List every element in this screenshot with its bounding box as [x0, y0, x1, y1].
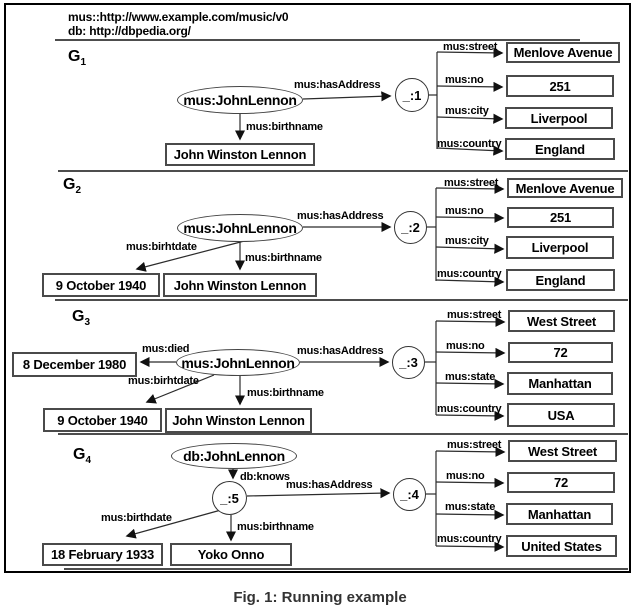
figure-caption: Fig. 1: Running example: [233, 589, 407, 606]
literal-g4-birthdate: 18 February 1933: [42, 543, 163, 566]
literal-g4-no: 72: [507, 472, 615, 493]
edge-g1-no: [436, 81, 504, 92]
edge-label-g1-hasaddress: mus:hasAddress: [294, 79, 381, 91]
edge-label-g1-city: mus:city: [445, 105, 489, 117]
literal-g1-street: Menlove Avenue: [506, 42, 620, 63]
edge-label-g1-street: mus:street: [443, 41, 498, 53]
edge-label-g4-state: mus:state: [445, 501, 496, 513]
edge-label-g4-hasaddress: mus:hasAddress: [286, 479, 373, 491]
edge-g3-street: [435, 316, 506, 327]
edge-g4-no: [435, 477, 505, 488]
literal-g2-birthname: John Winston Lennon: [163, 273, 317, 297]
literal-g1-city: Liverpool: [505, 107, 613, 129]
graph-label-g1: G1: [68, 48, 87, 69]
edge-g4-state: [435, 509, 505, 520]
literal-g4-birthname: Yoko Onno: [170, 543, 292, 566]
edge-label-g4-street: mus:street: [447, 439, 502, 451]
graph-label-g2: G2: [63, 176, 82, 197]
subject-node-g4: db:JohnLennon: [171, 443, 297, 469]
subject-node-g3: mus:JohnLennon: [176, 349, 300, 376]
edge-label-g3-street: mus:street: [447, 309, 502, 321]
edge-g4-country: [435, 541, 505, 552]
edge-label-g3-birthname: mus:birthname: [247, 387, 324, 399]
prefix-db: db: http://dbpedia.org/: [68, 24, 191, 38]
literal-g3-no: 72: [508, 342, 613, 363]
literal-g4-street: West Street: [508, 440, 617, 462]
literal-g1-country: England: [505, 138, 615, 160]
separator-bottom: [64, 568, 628, 570]
edge-label-g3-country: mus:country: [437, 403, 502, 415]
edge-label-g3-birthdate: mus:birhtdate: [128, 375, 199, 387]
edge-label-g4-knows: db:knows: [240, 471, 290, 483]
literal-g3-state: Manhattan: [507, 372, 613, 395]
literal-g1-no: 251: [506, 75, 614, 97]
subject-node-g2: mus:JohnLennon: [177, 214, 303, 242]
edge-g3-state: [435, 378, 505, 389]
edge-label-g4-birthdate: mus:birthdate: [101, 512, 172, 524]
literal-g3-street: West Street: [508, 310, 615, 332]
edge-label-g2-birthname: mus:birthname: [245, 252, 322, 264]
edge-g4-birthdate: [125, 509, 222, 539]
literal-g2-city: Liverpool: [506, 236, 614, 259]
edge-g4-hasaddress: [246, 488, 391, 499]
edge-g1-city: [436, 113, 504, 124]
graph-label-g3: G3: [72, 308, 91, 329]
edge-label-g2-hasaddress: mus:hasAddress: [297, 210, 384, 222]
edge-g2-street: [435, 183, 505, 194]
edge-label-g3-died: mus:died: [142, 343, 190, 355]
literal-g4-state: Manhattan: [506, 503, 613, 525]
blank-node-2: _:2: [394, 211, 427, 244]
literal-g3-birthname: John Winston Lennon: [165, 408, 312, 433]
graph-label-g4: G4: [73, 446, 92, 467]
edge-g3-country: [435, 410, 505, 421]
edge-g1-country: [436, 145, 504, 156]
edge-g4-street: [435, 446, 506, 457]
separator-g3-g4: [58, 433, 628, 435]
edge-label-g2-country: mus:country: [437, 268, 502, 280]
edge-label-g2-no: mus:no: [445, 205, 484, 217]
blank-node-5: _:5: [212, 481, 247, 515]
literal-g3-died: 8 December 1980: [12, 352, 137, 377]
edge-label-g4-country: mus:country: [437, 533, 502, 545]
literal-g1-birthname: John Winston Lennon: [165, 143, 315, 166]
blank-node-4: _:4: [393, 478, 426, 511]
separator-header: [55, 39, 580, 41]
literal-g2-no: 251: [507, 207, 614, 228]
edge-g3-birthdate: [145, 374, 215, 404]
literal-g2-street: Menlove Avenue: [507, 178, 623, 198]
edge-label-g1-country: mus:country: [437, 138, 502, 150]
literal-g4-country: United States: [506, 535, 617, 557]
literal-g2-country: England: [506, 269, 615, 291]
edge-label-g3-state: mus:state: [445, 371, 496, 383]
edge-g2-city: [435, 243, 505, 254]
edge-g2-birthdate: [135, 238, 253, 272]
blank-node-1: _:1: [395, 78, 429, 112]
prefix-mus: mus::http://www.example.com/music/v0: [68, 10, 289, 24]
edge-g2-no: [435, 212, 505, 223]
literal-g2-birthdate: 9 October 1940: [42, 273, 160, 297]
edge-label-g3-no: mus:no: [446, 340, 485, 352]
edge-label-g2-city: mus:city: [445, 235, 489, 247]
edge-g1-hasaddress: [302, 91, 392, 102]
edge-label-g4-birthname: mus:birthname: [237, 521, 314, 533]
blank-node-3: _:3: [392, 346, 425, 379]
edge-label-g1-no: mus:no: [445, 74, 484, 86]
edge-g3-no: [435, 347, 506, 358]
literal-g3-birthdate: 9 October 1940: [43, 408, 162, 432]
literal-g3-country: USA: [507, 403, 615, 427]
edge-label-g3-hasaddress: mus:hasAddress: [297, 345, 384, 357]
edge-label-g4-no: mus:no: [446, 470, 485, 482]
separator-g2-g3: [55, 299, 628, 301]
separator-g1-g2: [58, 170, 628, 172]
edge-g1-street: [436, 47, 504, 58]
subject-node-g1: mus:JohnLennon: [177, 86, 303, 114]
edge-label-g1-birthname: mus:birthname: [246, 121, 323, 133]
edge-label-g2-birthdate: mus:birhtdate: [126, 241, 197, 253]
edge-label-g2-street: mus:street: [444, 177, 499, 189]
edge-g2-country: [435, 276, 505, 287]
